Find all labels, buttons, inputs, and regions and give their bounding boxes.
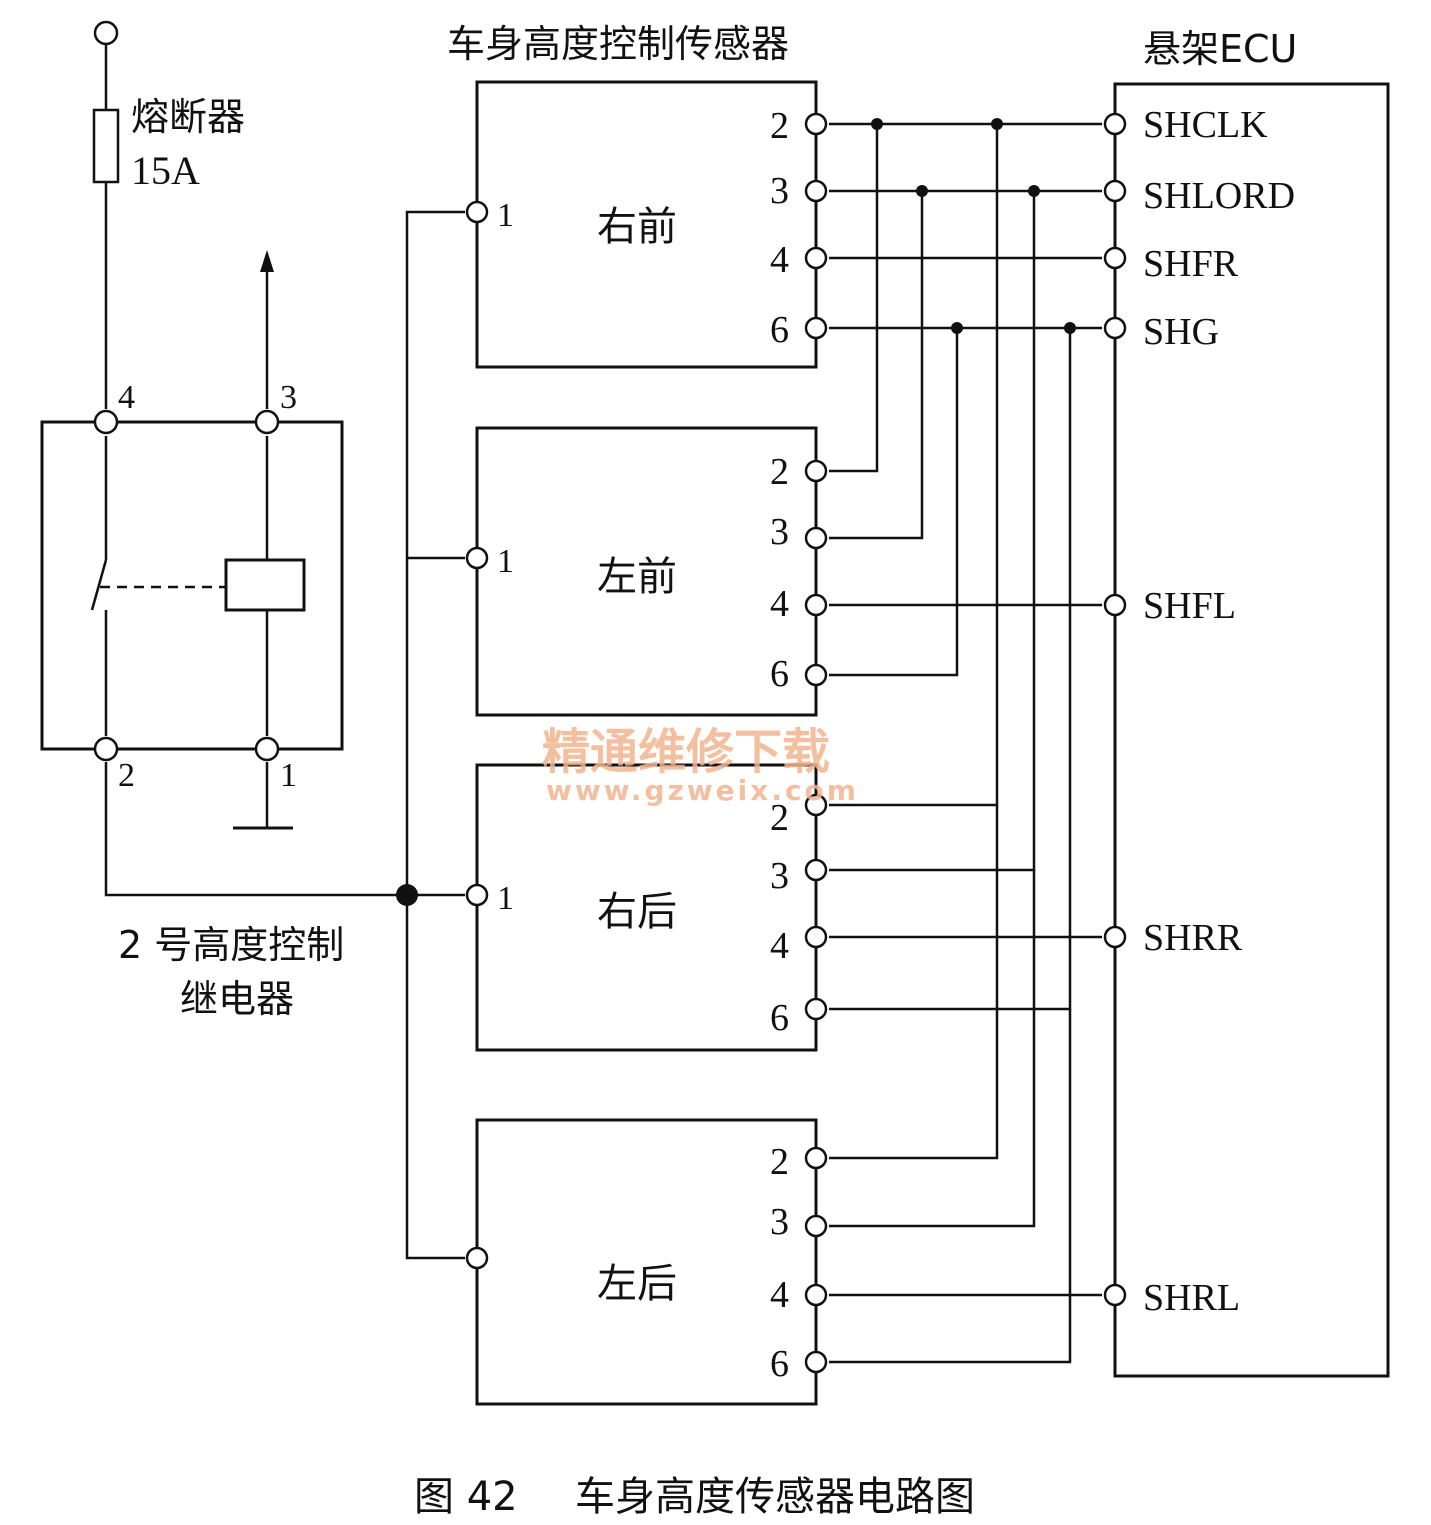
sensor-box-left-front (475, 426, 818, 717)
sensor-pin-label: 3 (770, 1201, 789, 1243)
ecu-terminal-shfl: SHFL (1143, 585, 1236, 627)
caption-text: 车身高度传感器电路图 (575, 1474, 975, 1520)
sensor-pin-label: 6 (770, 997, 789, 1039)
sensor-pin-label: 2 (770, 1141, 789, 1183)
ecu-terminal-shg: SHG (1143, 311, 1219, 353)
ecu-terminal-shrr: SHRR (1143, 917, 1243, 959)
sensor-pin-label: 6 (770, 1343, 789, 1385)
caption-figure: 图 42 (414, 1474, 518, 1520)
fuse-label: 熔断器 (131, 95, 245, 139)
sensor-pin-label: 4 (770, 925, 789, 967)
relay-pin-1: 1 (280, 757, 297, 794)
sensor-pin1-right-front: 1 (497, 197, 514, 234)
ecu-terminal-shclk: SHCLK (1143, 104, 1268, 146)
ecu-terminal-shlord: SHLORD (1143, 175, 1295, 217)
relay-pin-3: 3 (280, 379, 297, 416)
sensor-name-right-rear: 右后 (597, 889, 677, 935)
sensor-name-left-front: 左前 (597, 554, 677, 600)
sensor-name-left-rear: 左后 (597, 1261, 677, 1307)
ecu-terminal-shrl: SHRL (1143, 1277, 1240, 1319)
sensor-pin-label: 4 (770, 1274, 789, 1316)
sensor-pin-label: 4 (770, 583, 789, 625)
sensor-pin-label: 6 (770, 309, 789, 351)
sensor-pin-label: 2 (770, 797, 789, 839)
ecu-label: 悬架ECU (1143, 27, 1297, 71)
sensor-pin-label: 2 (770, 105, 789, 147)
sensor-pin1-right-rear: 1 (497, 880, 514, 917)
watermark-url: www.gzweix.com (546, 774, 859, 807)
fuse-rating: 15A (131, 148, 200, 193)
sensor-box-right-rear (475, 763, 818, 1052)
fuse-symbol (92, 108, 120, 184)
sensor-pin-label: 3 (770, 511, 789, 553)
power-wires (104, 44, 465, 1260)
junction-dots (396, 118, 1076, 906)
relay-pin-2: 2 (118, 757, 135, 794)
ecu-terminal-shfr: SHFR (1143, 243, 1239, 285)
arrow-up-icon (260, 250, 274, 272)
relay-label-line1: 2 号高度控制 (118, 923, 344, 967)
relay (40, 420, 344, 751)
sensor-pin-label: 6 (770, 653, 789, 695)
diagram-title: 车身高度控制传感器 (447, 22, 789, 66)
sensor-pin-label: 4 (770, 239, 789, 281)
sensor-pin-label: 3 (770, 855, 789, 897)
sensor-box-right-front (475, 80, 818, 369)
sensor-name-right-front: 右前 (597, 204, 677, 250)
sensor-pin1-left-front: 1 (497, 543, 514, 580)
sensor-pin-label: 3 (770, 170, 789, 212)
terminals (93, 20, 1127, 1374)
relay-label-line2: 继电器 (180, 977, 294, 1021)
watermark-title: 精通维修下载 (542, 724, 830, 780)
relay-coil (224, 558, 306, 612)
bus-wires (829, 122, 1102, 1364)
sensor-pin-label: 2 (770, 451, 789, 493)
ecu-box (1113, 82, 1390, 1378)
relay-pin-4: 4 (118, 379, 135, 416)
